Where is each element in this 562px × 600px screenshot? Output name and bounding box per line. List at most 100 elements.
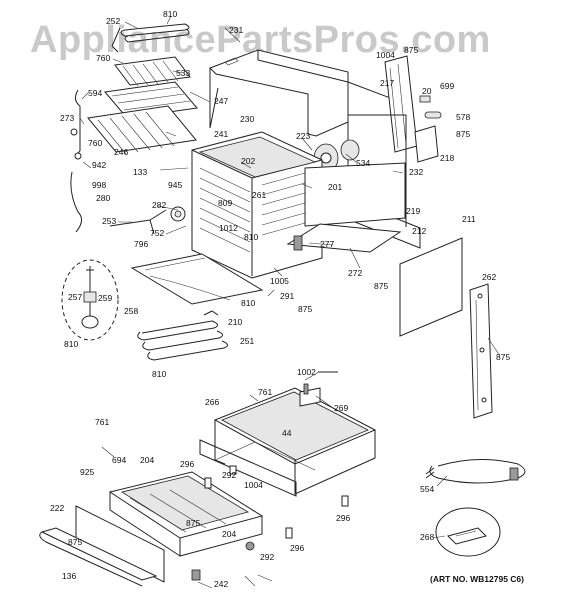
bracket-218	[414, 125, 439, 163]
oven-cavity	[191, 131, 323, 279]
storage-drawer-204	[108, 471, 264, 557]
leader-lines	[79, 15, 501, 589]
part-label: 253	[102, 216, 116, 226]
part-label: 246	[114, 147, 128, 157]
oven-bottom-210	[130, 253, 264, 305]
part-label: 1012	[219, 223, 238, 233]
part-label: 266	[205, 397, 219, 407]
part-label: 231	[229, 25, 243, 35]
part-label: 222	[50, 503, 64, 513]
side-strip-262	[469, 283, 493, 419]
probe-253	[109, 209, 167, 235]
part-label: 875	[404, 45, 418, 55]
part-label: 761	[258, 387, 272, 397]
small-parts-699-578	[419, 95, 442, 119]
oven-rack-upper	[114, 56, 191, 87]
part-label: 998	[92, 180, 106, 190]
part-label: 296	[336, 513, 350, 523]
part-label: 259	[98, 293, 112, 303]
part-label: 292	[222, 470, 236, 480]
part-label: 136	[62, 571, 76, 581]
part-label: 1005	[270, 276, 289, 286]
part-label: 257	[68, 292, 82, 302]
part-label: 875	[496, 352, 510, 362]
oven-rack-lower	[87, 105, 197, 155]
part-label: 875	[68, 537, 82, 547]
part-label: 204	[222, 529, 236, 539]
part-label: 810	[64, 339, 78, 349]
part-label: 262	[482, 272, 496, 282]
part-label: 261	[252, 190, 266, 200]
part-label: 1004	[244, 480, 263, 490]
part-label: 945	[168, 180, 182, 190]
part-label: 217	[380, 78, 394, 88]
part-label: 218	[440, 153, 454, 163]
temperature-sensor	[70, 89, 82, 233]
bracket-269	[299, 383, 321, 407]
cavity-bottom-212	[286, 223, 402, 253]
rear-panel-211	[399, 237, 463, 337]
part-label: 875	[186, 518, 200, 528]
leveling-legs	[191, 465, 349, 581]
part-label: 296	[290, 543, 304, 553]
part-label: 230	[240, 114, 254, 124]
drawer-front-222	[75, 505, 165, 583]
art-number: (ART NO. WB12795 C6)	[430, 574, 524, 584]
broil-element	[111, 23, 190, 53]
part-label: 133	[133, 167, 147, 177]
part-label: 269	[334, 403, 348, 413]
part-label: 875	[456, 129, 470, 139]
part-label: 1004	[376, 50, 395, 60]
part-label: 241	[214, 129, 228, 139]
side-panel-217	[384, 55, 418, 153]
part-label: 594	[88, 88, 102, 98]
part-label: 1002	[297, 367, 316, 377]
part-label: 232	[409, 167, 423, 177]
anti-tip-callout	[435, 507, 501, 557]
part-label: 223	[296, 131, 310, 141]
part-label: 272	[348, 268, 362, 278]
part-label: 534	[356, 158, 370, 168]
part-label: 810	[163, 9, 177, 19]
part-label: 554	[420, 484, 434, 494]
part-label: 578	[456, 112, 470, 122]
part-label: 280	[96, 193, 110, 203]
part-label: 258	[124, 306, 138, 316]
part-label: 752	[150, 228, 164, 238]
part-label: 20	[422, 86, 432, 96]
part-label: 291	[280, 291, 294, 301]
part-label: 761	[95, 417, 109, 427]
broil-pan	[104, 81, 198, 119]
part-label: 760	[88, 138, 102, 148]
part-label: 875	[374, 281, 388, 291]
part-label: 296	[180, 459, 194, 469]
part-number-labels: 252 810 231 760 533 1004 875 217 699 20 …	[50, 9, 510, 589]
part-label: 251	[240, 336, 254, 346]
part-label: 204	[140, 455, 154, 465]
base-frame-266	[199, 387, 377, 497]
part-label: 242	[214, 579, 228, 589]
power-cord-554	[425, 459, 526, 484]
part-label: 201	[328, 182, 342, 192]
part-label: 247	[214, 96, 228, 106]
part-label: 942	[92, 160, 106, 170]
part-label: 796	[134, 239, 148, 249]
part-label: 212	[412, 226, 426, 236]
cavity-side-249-wrap	[304, 114, 407, 227]
part-label: 277	[320, 239, 334, 249]
part-label: 211	[462, 214, 476, 224]
part-label: 292	[260, 552, 274, 562]
bake-element-251	[137, 310, 228, 361]
part-label: 282	[152, 200, 166, 210]
part-label: 268	[420, 532, 434, 542]
part-label: 699	[440, 81, 454, 91]
part-label: 810	[152, 369, 166, 379]
part-label: 533	[176, 68, 190, 78]
outer-wrapper	[209, 49, 349, 137]
part-label: 760	[96, 53, 110, 63]
part-label: 210	[228, 317, 242, 327]
part-label: 273	[60, 113, 74, 123]
part-label: 694	[112, 455, 126, 465]
drawer-panel-136	[39, 527, 158, 587]
